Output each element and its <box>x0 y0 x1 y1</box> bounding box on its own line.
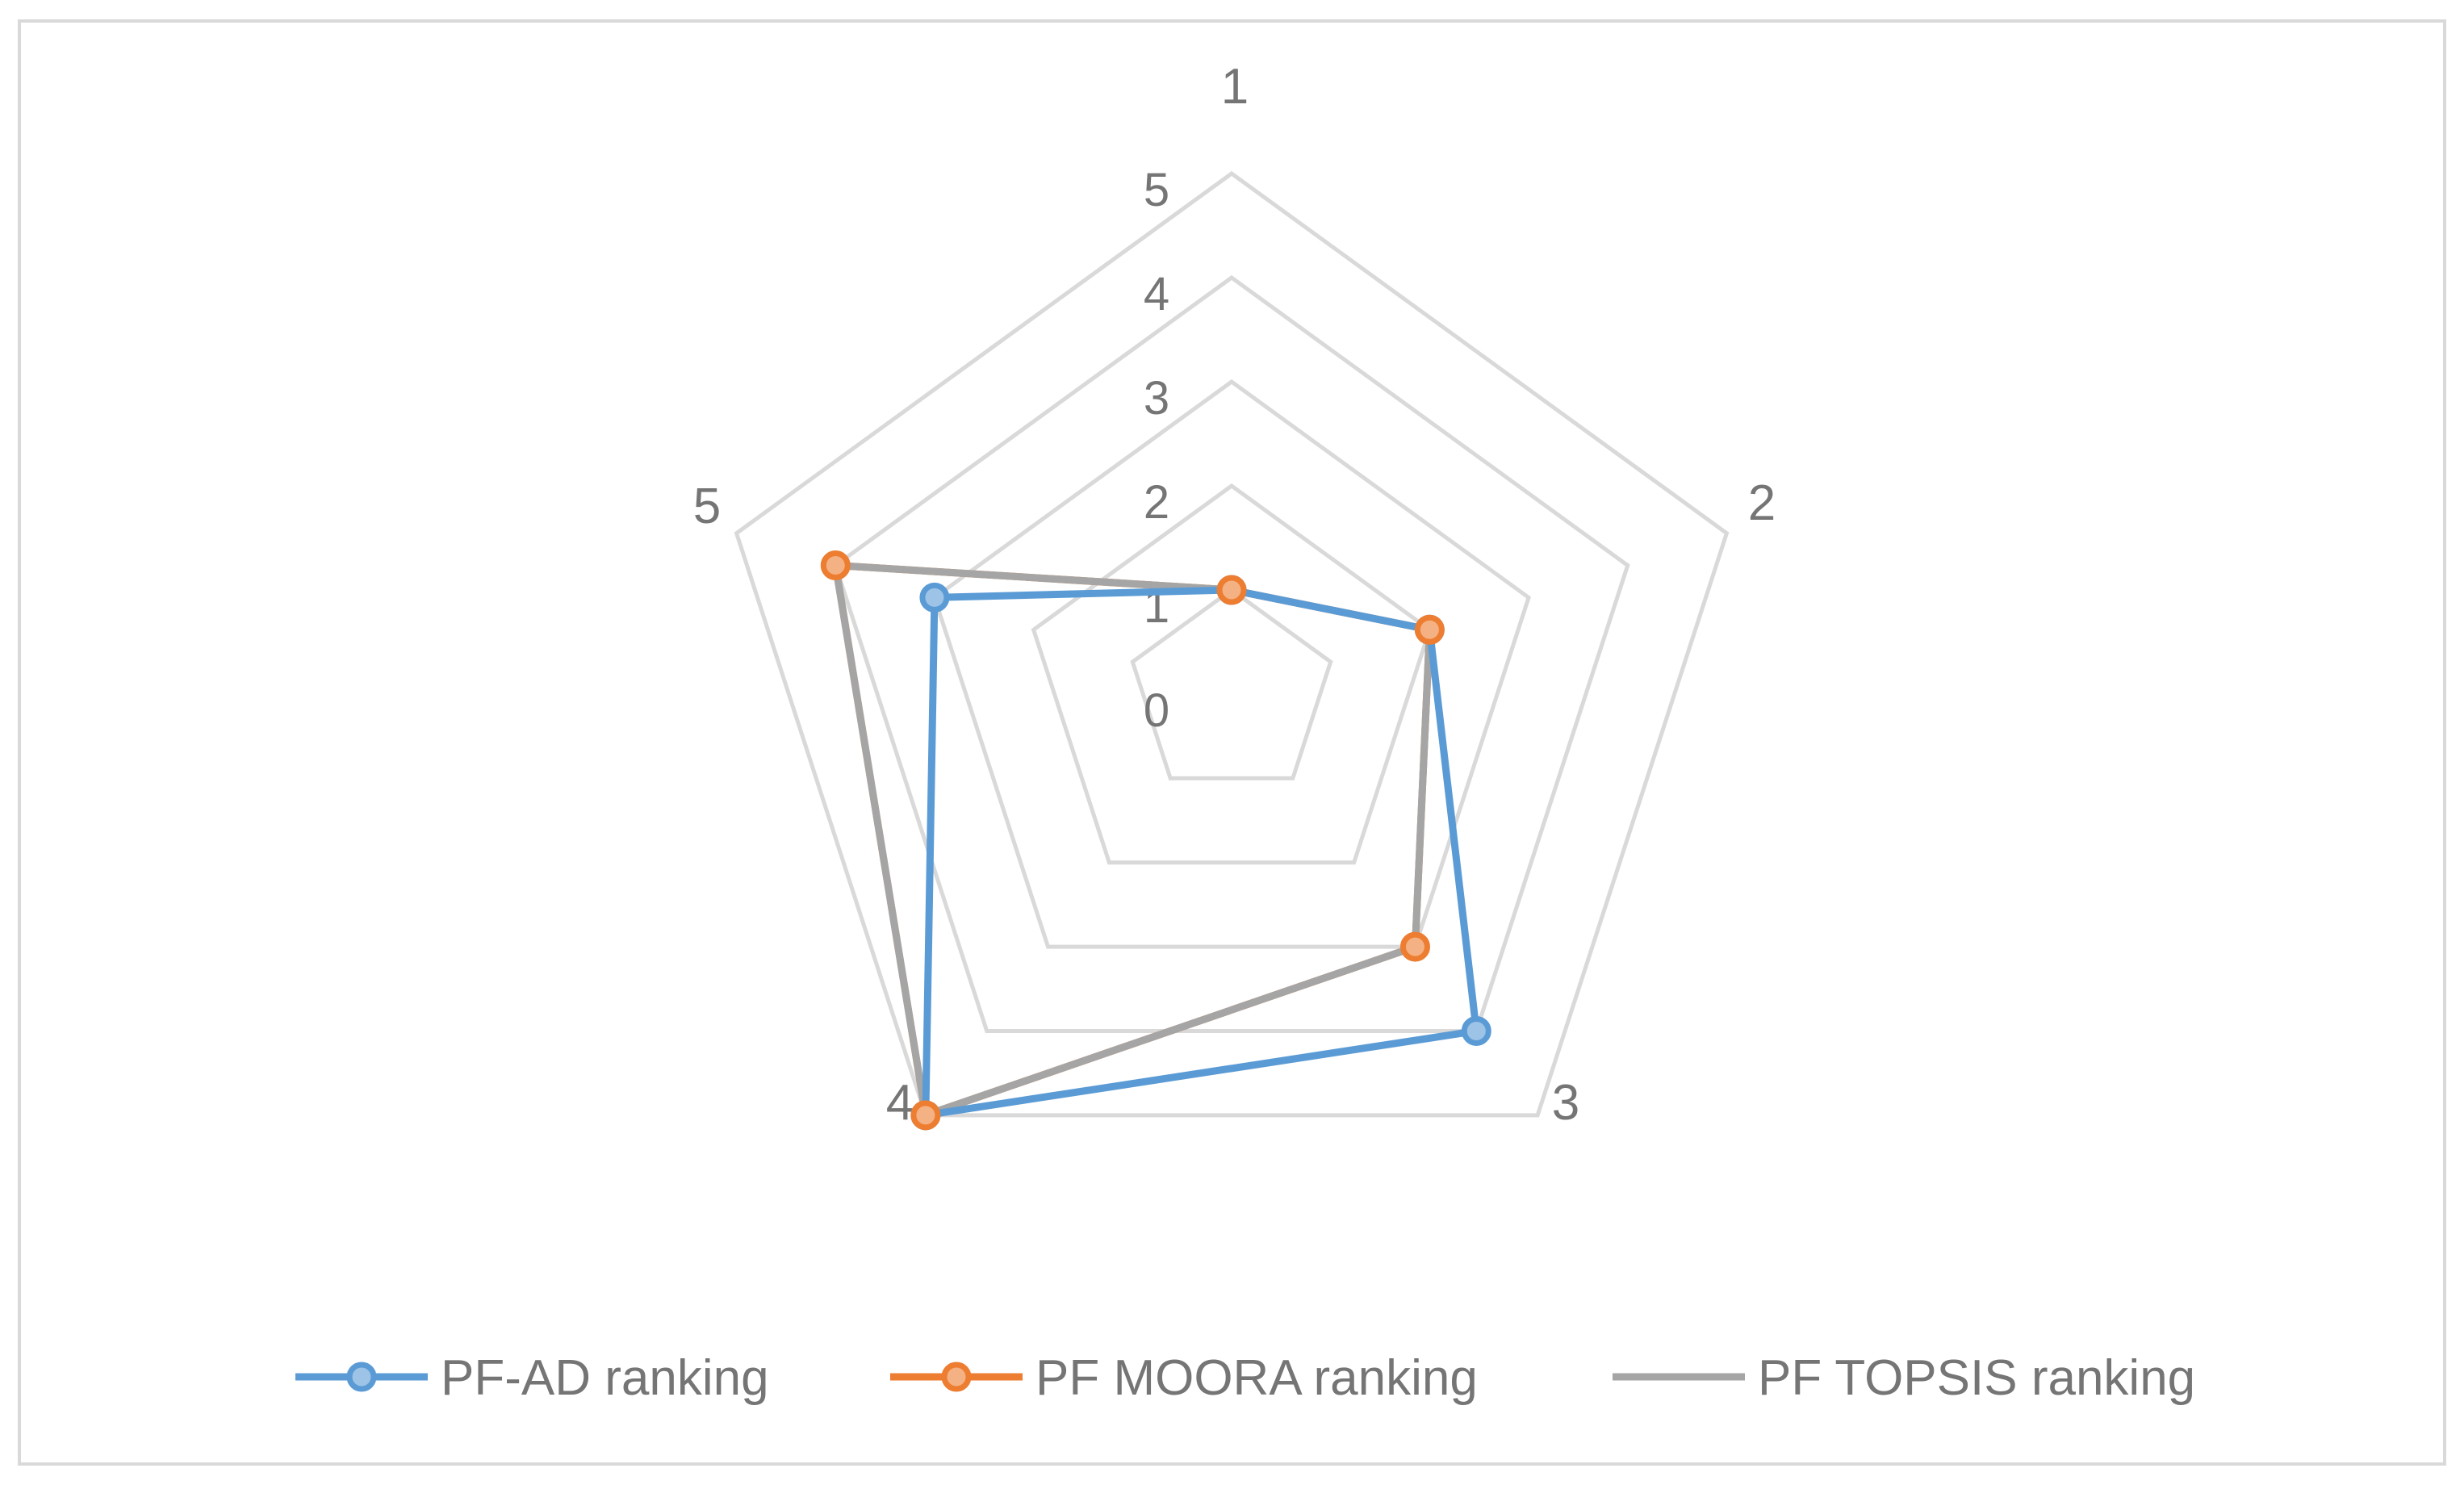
legend-label-pf-topsis-ranking: PF TOPSIS ranking <box>1758 1350 2195 1406</box>
radial-tick-3: 3 <box>1144 372 1169 425</box>
category-label-4: 4 <box>886 1075 914 1131</box>
radar-grid <box>734 170 1730 1118</box>
grid-ring-3 <box>932 379 1531 949</box>
grid-ring-5 <box>734 170 1730 1118</box>
marker-pf-ad-ranking-3 <box>1461 1015 1491 1046</box>
marker-pf-ad-ranking-5 <box>919 582 950 613</box>
radial-tick-2: 2 <box>1144 476 1169 529</box>
marker-pf-moora-ranking-3 <box>1399 931 1430 962</box>
legend-marker-pf-moora-ranking <box>941 1362 972 1392</box>
marker-pf-moora-ranking-5 <box>820 550 851 581</box>
marker-pf-moora-ranking-4 <box>910 1100 941 1131</box>
category-label-1: 1 <box>1221 59 1249 115</box>
series-line-pf-ad-ranking <box>922 586 1480 1119</box>
category-label-2: 2 <box>1748 475 1776 531</box>
grid-ring-2 <box>1031 483 1433 865</box>
legend-label-pf-ad-ranking: PF-AD ranking <box>441 1350 769 1406</box>
category-labels: 1 2 3 4 5 <box>693 59 1776 1131</box>
radial-tick-0: 0 <box>1144 684 1169 737</box>
marker-pf-moora-ranking-2 <box>1414 614 1445 645</box>
chart-border <box>18 19 2446 1466</box>
radial-tick-5: 5 <box>1144 164 1169 216</box>
radial-tick-4: 4 <box>1144 268 1169 320</box>
legend-marker-pf-ad-ranking <box>346 1362 377 1392</box>
grid-ring-4 <box>833 274 1630 1033</box>
series-lines <box>831 562 1480 1119</box>
legend: PF-AD ranking PF MOORA ranking PF TOPSIS r… <box>295 1350 2195 1406</box>
category-label-3: 3 <box>1552 1075 1579 1131</box>
category-label-5: 5 <box>693 479 721 534</box>
series-markers <box>820 550 1491 1131</box>
legend-label-pf-moora-ranking: PF MOORA ranking <box>1035 1350 1478 1406</box>
marker-pf-moora-ranking-1 <box>1216 575 1247 605</box>
grid-ring-1 <box>1130 587 1333 780</box>
